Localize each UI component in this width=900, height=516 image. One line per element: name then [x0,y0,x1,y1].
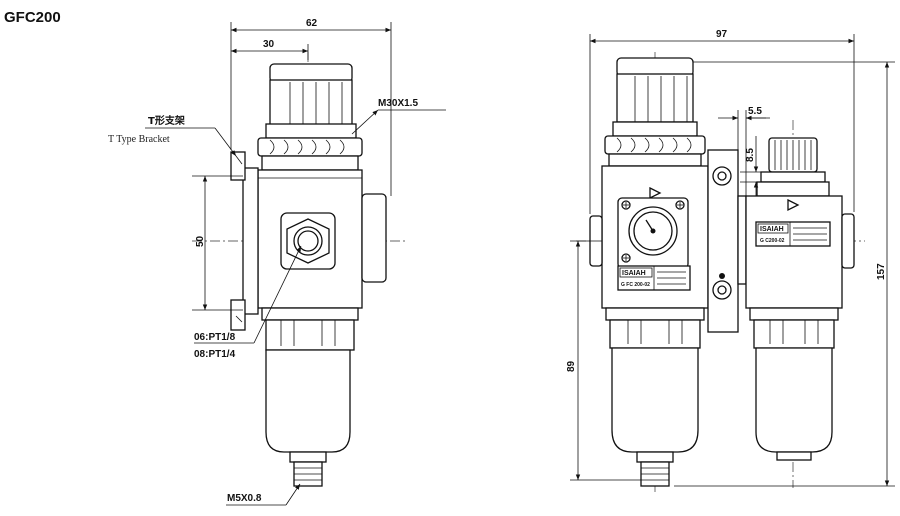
dim-height-157: 157 [876,263,887,280]
unit-b-knob [756,137,830,197]
right-view-combination-unit: ISAIAH G FC 200-02 [566,29,895,492]
left-dimensions [192,22,392,311]
unit-a-body [589,165,709,309]
label-thread-m30x15: M30X1.5 [378,98,418,109]
nameplate-model-b: G C200-02 [760,238,785,244]
label-port-06: 06:PT1/8 [194,332,236,343]
unit-b-bowl [749,307,839,461]
label-bracket-en: T Type Bracket [108,134,170,145]
unit-a-knob [604,57,706,167]
drawing-title: GFC200 [4,9,61,26]
dim-height-50: 50 [195,235,206,247]
dim-offset-55: 5.5 [748,106,762,117]
left-view-filter-regulator: 62 30 50 M30X1.5 T形支架 T Type Bracket 06:… [108,18,446,506]
label-drain-m5x08: M5X0.8 [227,493,262,504]
unit-a-bowl [605,307,705,487]
left-bowl [261,307,359,487]
dim-offset-85: 8.5 [745,148,756,162]
regulator-knob [265,63,357,139]
dim-height-89: 89 [566,360,577,372]
right-dimensions [570,34,895,487]
dim-width-62: 62 [306,18,318,29]
nameplate-brand-b: ISAIAH [760,226,784,233]
nameplate-model-a: G FC 200-02 [621,282,650,288]
dim-width-30: 30 [263,39,275,50]
left-body [257,169,387,309]
leader-thread-top [351,109,379,135]
dim-width-97: 97 [716,29,728,40]
t-type-bracket [230,151,259,331]
label-port-08: 08:PT1/4 [194,349,236,360]
unit-b-body [745,195,855,309]
connecting-bracket [707,149,747,333]
label-bracket-cn: T形支架 [148,114,185,127]
nameplate-brand-a: ISAIAH [622,270,646,277]
lock-nut [257,137,363,171]
